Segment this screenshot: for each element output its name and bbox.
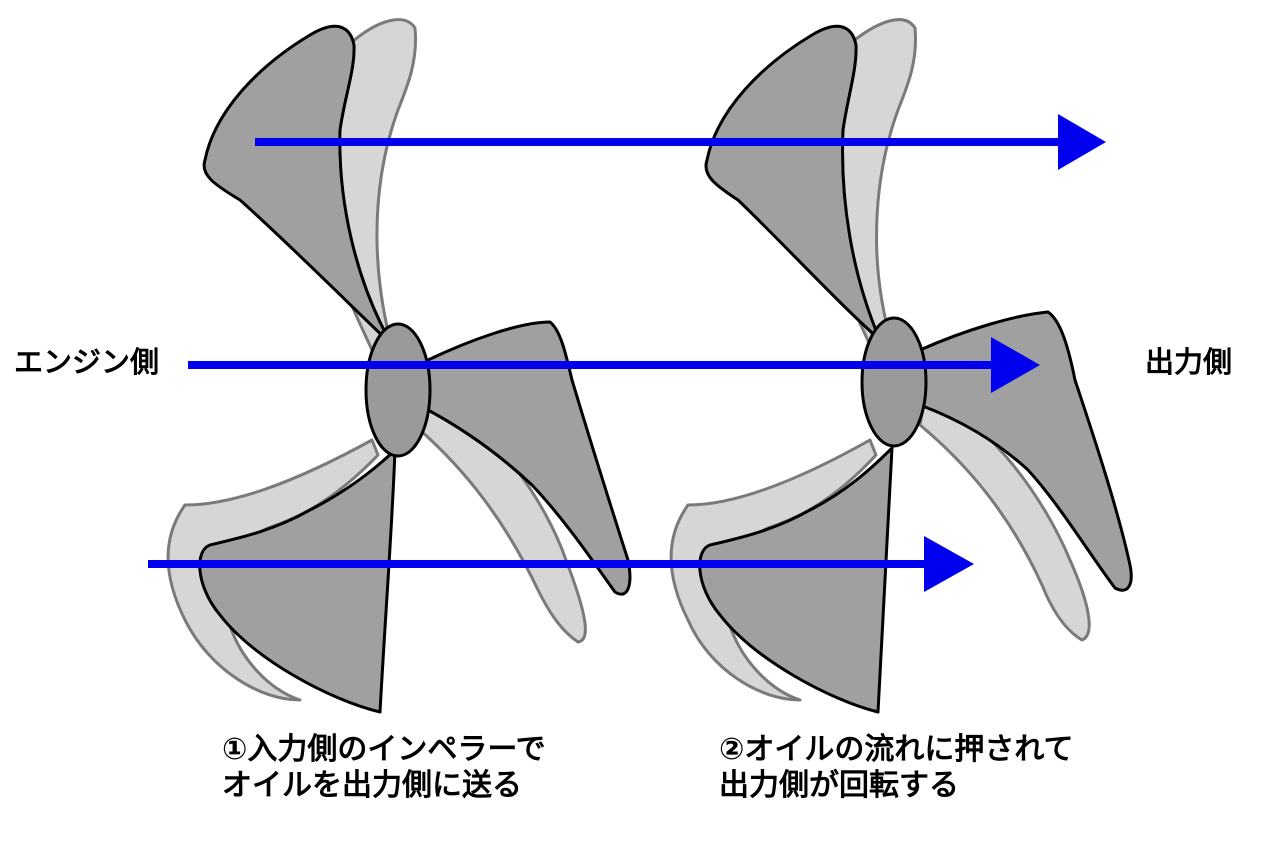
flow-arrows (148, 114, 1106, 592)
engine-side-label: エンジン側 (14, 345, 160, 379)
turbine-caption-line-1: ②オイルの流れに押されて (719, 732, 1074, 767)
impeller-front-blade-bottom (198, 448, 397, 714)
turbine-fan-icon (669, 18, 1133, 714)
turbine-caption-line-2: 出力側が回転する (719, 768, 959, 803)
turbine-front-blade-right (918, 310, 1133, 592)
turbine-caption: ②オイルの流れに押されて 出力側が回転する (719, 732, 1074, 804)
impeller-back-blade-right (418, 393, 587, 644)
impeller-front-blade-right (426, 320, 632, 596)
impeller-hub (364, 322, 432, 458)
impeller-caption-line-1: ①入力側のインペラーで (222, 732, 546, 767)
turbine-front-blade-top (704, 24, 882, 342)
flow-arrow-icon (148, 536, 974, 592)
turbine-front-blade-bottom (698, 446, 894, 714)
flow-arrow-icon (255, 114, 1106, 170)
output-side-label: 出力側 (1145, 345, 1233, 379)
impeller-caption: ①入力側のインペラーで オイルを出力側に送る (222, 732, 546, 804)
impeller-fan-icon (166, 18, 632, 714)
impeller-caption-line-2: オイルを出力側に送る (222, 768, 522, 803)
turbine-hub (860, 316, 928, 448)
impeller-front-blade-top (202, 24, 394, 347)
flow-arrow-icon (188, 337, 1040, 393)
turbine-back-blade-right (918, 393, 1091, 642)
